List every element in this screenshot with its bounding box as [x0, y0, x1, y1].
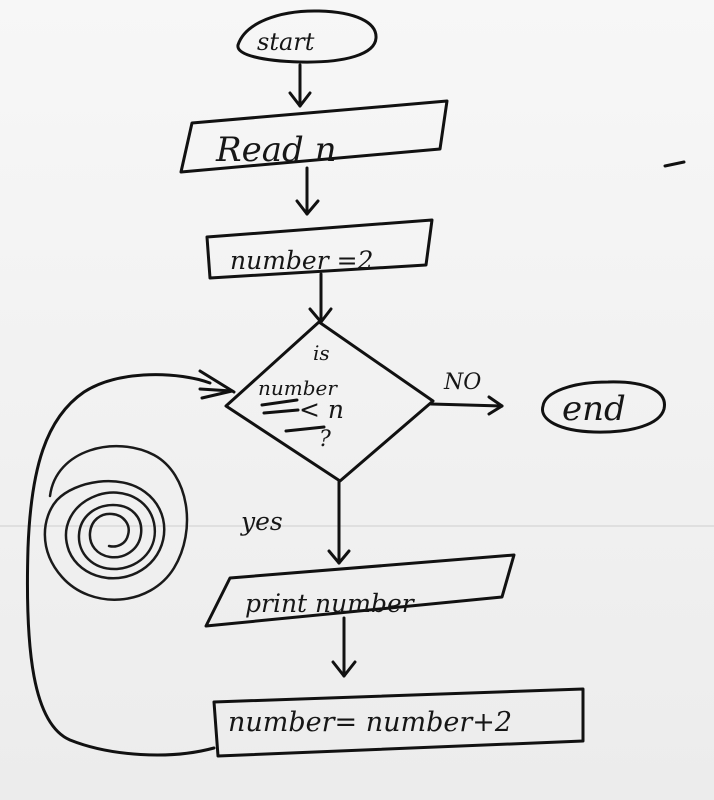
scribble-drawing	[43, 444, 189, 601]
assign-box	[205, 218, 434, 280]
decision-strike-1	[260, 398, 299, 407]
no-arrow-line	[429, 402, 504, 408]
end-label: end	[562, 389, 626, 429]
decision-strike-3	[284, 425, 326, 433]
increment-box	[212, 687, 585, 758]
yes-arrowhead	[327, 549, 351, 565]
no-label: NO	[443, 370, 481, 395]
spiral-scribble	[43, 444, 189, 601]
loop-arrow-tail-2	[198, 387, 234, 393]
loop-arrow-tail-3	[200, 389, 234, 400]
print-to-increment-arrowhead	[331, 660, 357, 678]
start-to-read-arrowhead	[288, 91, 312, 108]
read-label: Read n	[215, 130, 336, 170]
start-label: start	[257, 28, 315, 56]
print-label: print number	[245, 589, 416, 618]
loop-back-line	[25, 373, 216, 757]
flowchart-ink	[25, 9, 686, 758]
yes-label: yes	[240, 507, 283, 536]
decision-bottom-label: < n	[299, 395, 344, 424]
increment-label: number= number+2	[228, 707, 512, 738]
decision-top-label: is	[313, 341, 330, 365]
decision-strike-2	[262, 408, 300, 415]
assign-label: number =2	[230, 246, 373, 275]
decision-middle-label: number	[258, 376, 338, 400]
read-box	[179, 99, 449, 174]
end-oval	[541, 380, 666, 434]
print-box	[204, 553, 516, 628]
margin-mark	[663, 160, 686, 168]
loop-arrow-tail-1	[198, 369, 236, 394]
decision-strike-marks	[260, 398, 326, 433]
start-oval	[236, 9, 378, 64]
flowchart-labels: start Read n number =2 is number < n ? N…	[215, 28, 626, 738]
no-arrowhead	[487, 395, 504, 416]
read-to-assign-arrowhead	[295, 199, 320, 216]
decision-question-label: ?	[319, 427, 331, 452]
